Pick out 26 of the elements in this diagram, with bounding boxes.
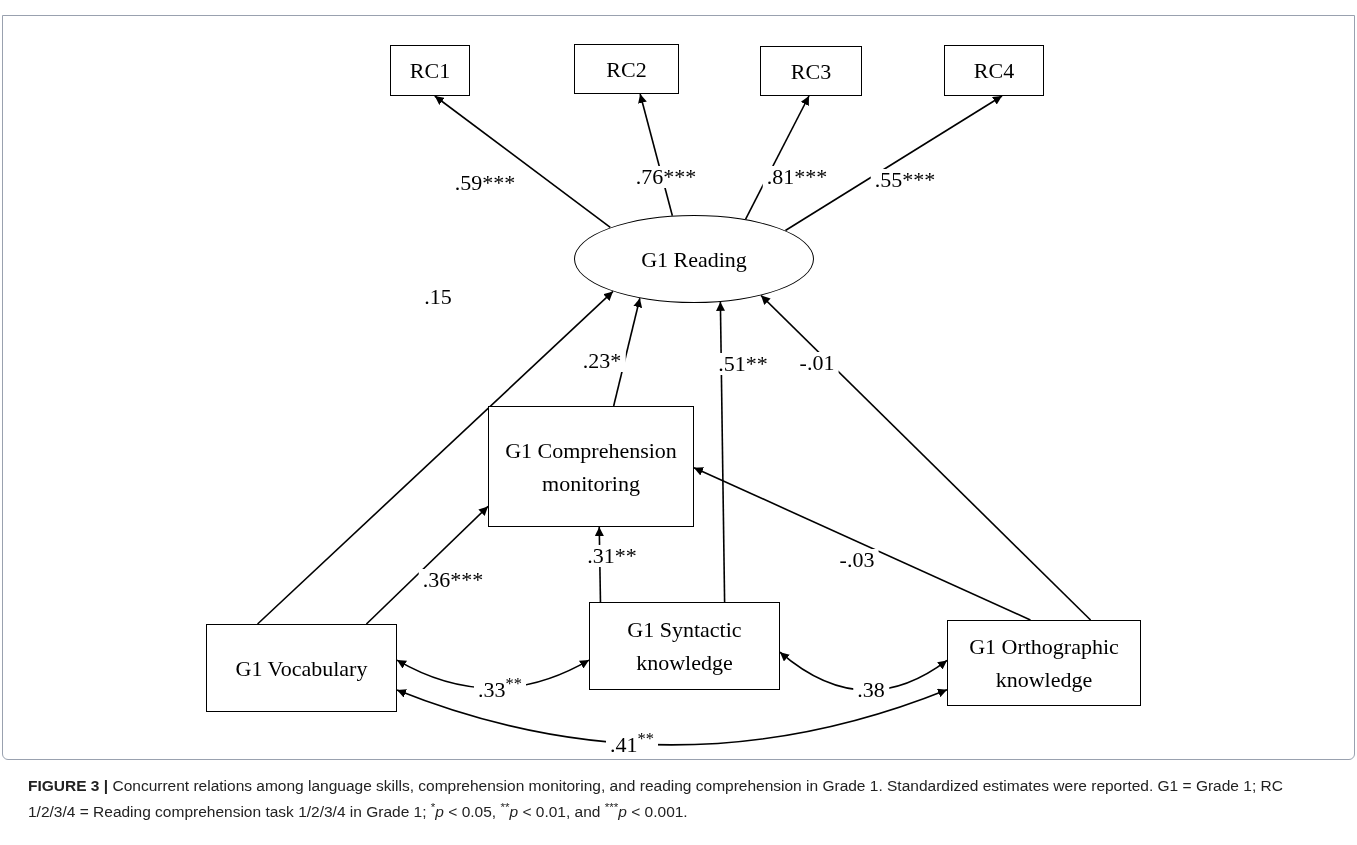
node-label: RC1: [408, 57, 452, 85]
path-arrow: [396, 688, 948, 746]
path-arrow: [256, 290, 614, 625]
figure-caption: FIGURE 3 | Concurrent relations among language skills, comprehension monitoring, and reading comprehension in Grade 1. Standardized estimates were reported. G1 = Grade 1; RC 1/2/3/4 = Reading comprehension task 1/2/3/4 in Grade 1; $^{*}$p < 0.05, $^{**}$p < 0.01, and $^{***}$p < 0.001.: [28, 776, 1284, 822]
path-arrow: [716, 301, 726, 603]
node-label: G1 Reading: [640, 245, 748, 274]
node-label: G1 Syntactic knowledge: [626, 616, 743, 677]
path-arrow: [693, 466, 1032, 621]
path-arrow: [434, 95, 612, 229]
variable-box: [574, 44, 679, 94]
variable-box: [760, 46, 862, 96]
node-label: RC3: [789, 57, 833, 86]
variable-box: [488, 406, 694, 527]
variable-box: [589, 602, 780, 690]
path-arrow: [760, 294, 1092, 621]
path-arrow: [365, 505, 489, 625]
path-arrow: [784, 95, 1003, 232]
variable-box: [947, 620, 1141, 706]
node-label: G1 Comprehension monitoring: [504, 436, 678, 498]
node-label: G1 Orthographic knowledge: [968, 633, 1120, 694]
node-label: RC4: [972, 57, 1016, 85]
variable-box: [944, 45, 1044, 96]
variable-box: [390, 45, 470, 96]
node-label: RC2: [605, 55, 648, 84]
variable-box: [206, 624, 397, 712]
node-label: G1 Vocabulary: [234, 654, 369, 683]
